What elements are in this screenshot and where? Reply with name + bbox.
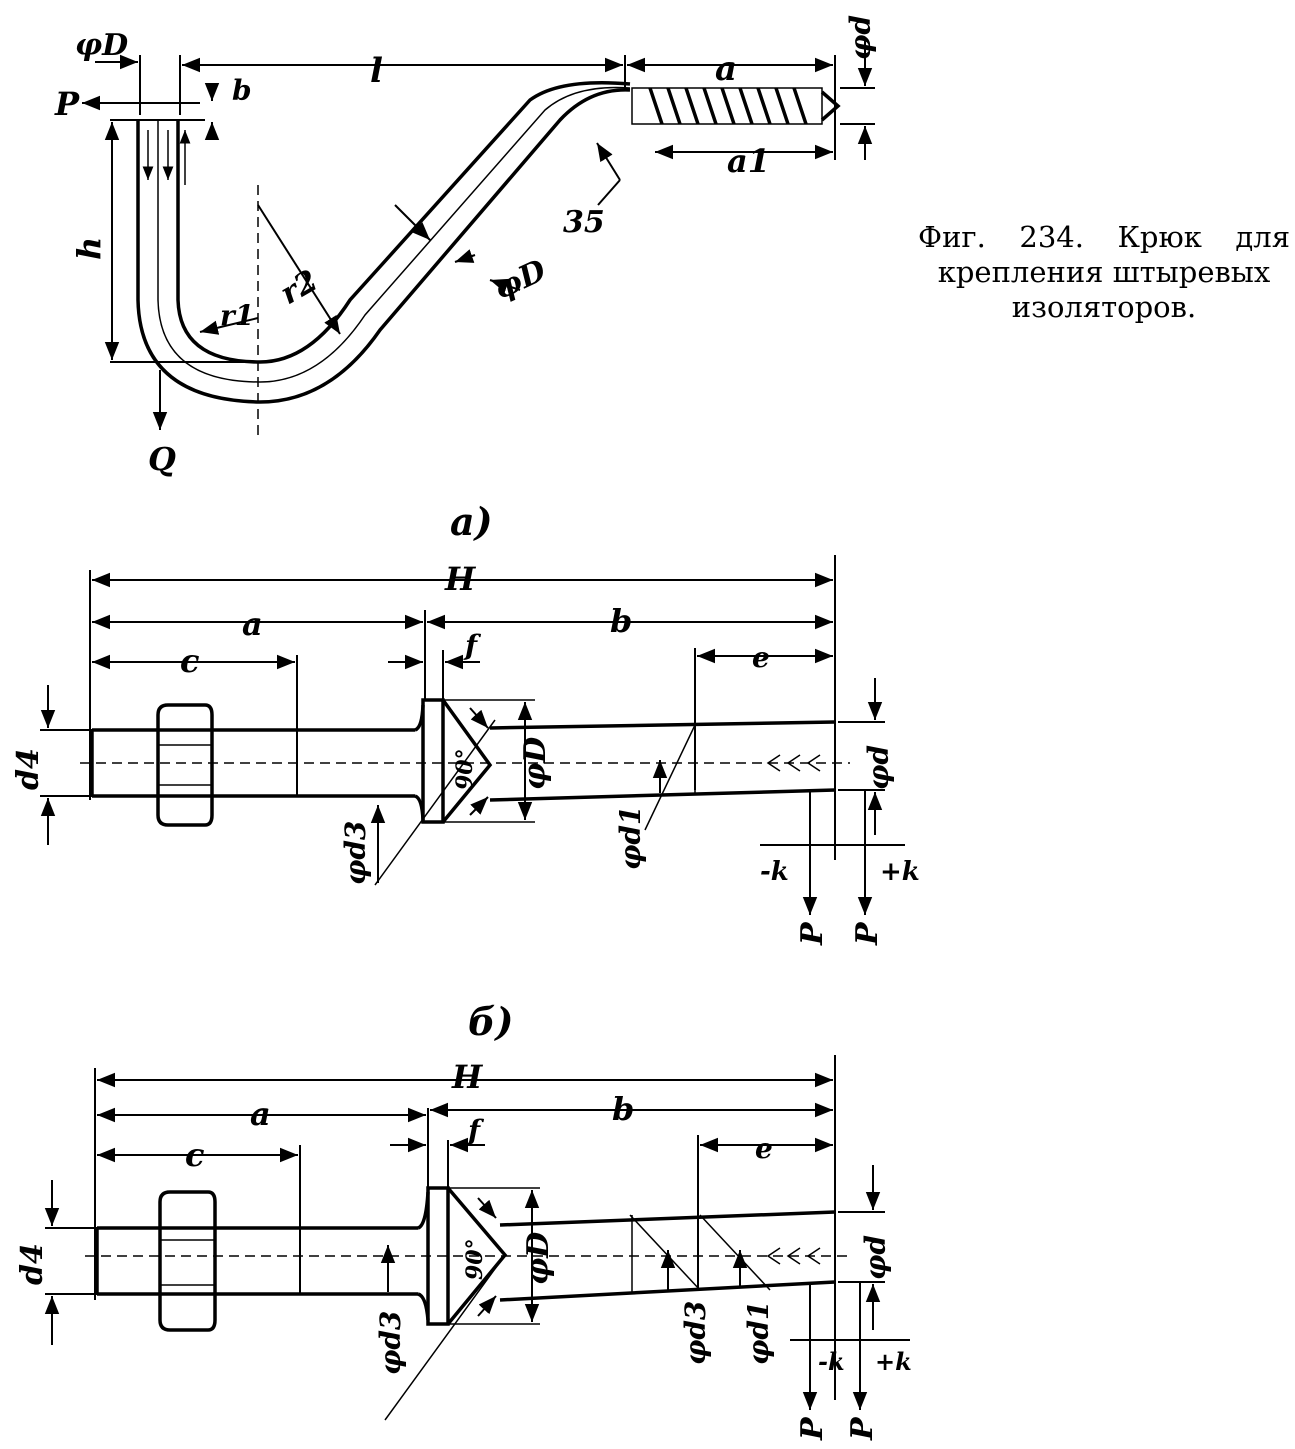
pin-b-minus-k-label: -k [818,1347,845,1376]
pin-a-sublabel: а) [450,499,493,544]
hook-drawing: φD l a φd P b a1 h 35 r2 r1 φD Q [54,15,877,478]
hook-phi-d-label: φd [844,15,877,60]
hook-b-label: b [232,74,252,107]
pin-b-b-label: b [612,1090,634,1128]
pin-b-H-label: H [451,1058,484,1096]
pin-a-minus-k-label: -k [760,857,789,887]
pin-b-plus-k-label: +k [875,1347,912,1376]
pin-b-a-label: a [250,1095,271,1133]
pin-a-P2-label: P [850,921,885,946]
pin-b-phi-d3-left-label: φd3 [374,1311,407,1375]
pin-a-P1-label: P [795,921,830,946]
pin-a-phi-d-label: φd [862,745,895,790]
pin-a-d4-label: d4 [11,748,46,790]
caption-line-1: Фиг. 234. Крюк для [918,220,1290,254]
hook-P-label: P [54,85,80,123]
hook-l-label: l [370,51,383,91]
hook-a-label: a [715,49,737,89]
pin-b-c-label: c [185,1136,204,1174]
pin-a-phi-d1-label: φd1 [614,806,647,870]
pin-b-P1-label: P [795,1416,830,1441]
hook-phi-D-top: φD [75,28,128,63]
pin-a-a-label: a [242,605,263,643]
pin-a-phi-d3-label: φd3 [339,821,372,885]
pin-a-e-label: e [752,641,770,674]
pin-a-plus-k-label: +k [880,857,920,887]
hook-Q-label: Q [148,440,176,478]
pin-a-H-label: H [444,560,477,598]
pin-a-b-label: b [610,602,632,640]
hook-r1-label: r1 [220,299,254,332]
caption-line-3: изоляторов. [1011,290,1197,324]
hook-body-center [157,86,631,383]
pin-b-angle-label: 90° [462,1238,488,1280]
hook-h-label: h [70,237,108,260]
caption-line-2: крепления штыревых [937,255,1271,289]
pin-b-e-label: e [755,1132,773,1165]
pin-b-phi-d-label: φd [859,1235,892,1280]
pin-b-phi-D-label: φD [521,1232,556,1285]
pin-a-c-label: c [180,642,199,680]
hook-a1-label: a1 [727,142,770,180]
pin-b-f-label: f [466,1114,485,1147]
pin-a-drawing: а) [11,499,920,946]
pin-b-P2-label: P [845,1416,880,1441]
pin-b-phi-d1-label: φd1 [742,1301,775,1365]
hook-thread [631,87,841,125]
hook-phi-D-label: φD [489,253,552,307]
pin-b-drawing: б) [15,999,912,1441]
hook-r2-label: r2 [275,263,324,312]
figure-caption: Фиг. 234. Крюк для крепления штыревых из… [918,220,1290,325]
pin-a-f-label: f [463,629,482,662]
pin-a-nut [156,703,214,827]
pin-b-phi-d3-label: φd3 [679,1301,712,1365]
hook-body-inner [176,80,631,364]
pin-a-angle-label: 90° [452,748,478,790]
pin-b-sublabel: б) [468,999,513,1044]
pin-b-nut [158,1190,217,1332]
hook-angle-label: 35 [563,205,605,240]
pin-a-phi-D-label: φD [518,737,553,790]
pin-b-d4-label: d4 [15,1243,50,1285]
